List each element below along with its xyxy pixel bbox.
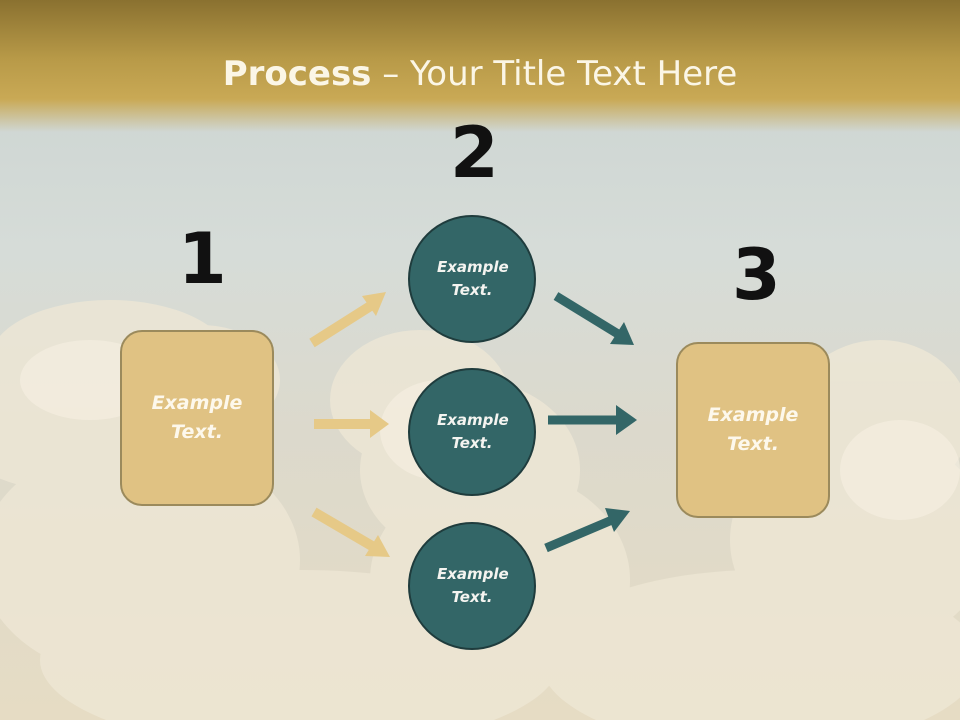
arrow-left-down (311, 507, 390, 557)
step-circle-top: Example Text. (408, 215, 536, 343)
arrow-right-down (553, 292, 634, 345)
page-title: Process – Your Title Text Here (0, 52, 960, 96)
step-box-3: Example Text. (676, 342, 830, 518)
step-box-1-text: Example Text. (151, 392, 243, 443)
step-number-3: 3 (732, 234, 781, 316)
step-circle-middle: Example Text. (408, 368, 536, 496)
circle-middle-text: Example Text. (437, 411, 509, 452)
circle-middle-text: Example Text. (437, 565, 509, 606)
title-bold: Process (222, 54, 372, 94)
step-number-2: 2 (450, 112, 499, 194)
step-box-3-text: Example Text. (707, 404, 799, 455)
arrow-right-up (544, 508, 630, 553)
step-circle-bottom: Example Text. (408, 522, 536, 650)
title-bar (0, 0, 960, 132)
step-number-1: 1 (178, 218, 227, 300)
title-rest: – Your Title Text Here (371, 54, 738, 94)
circle-top-text: Example Text. (437, 258, 509, 299)
step-box-1: Example Text. (120, 330, 274, 506)
arrow-left-middle (314, 410, 389, 438)
arrow-right-middle (548, 405, 637, 435)
arrow-left-up (309, 292, 386, 348)
